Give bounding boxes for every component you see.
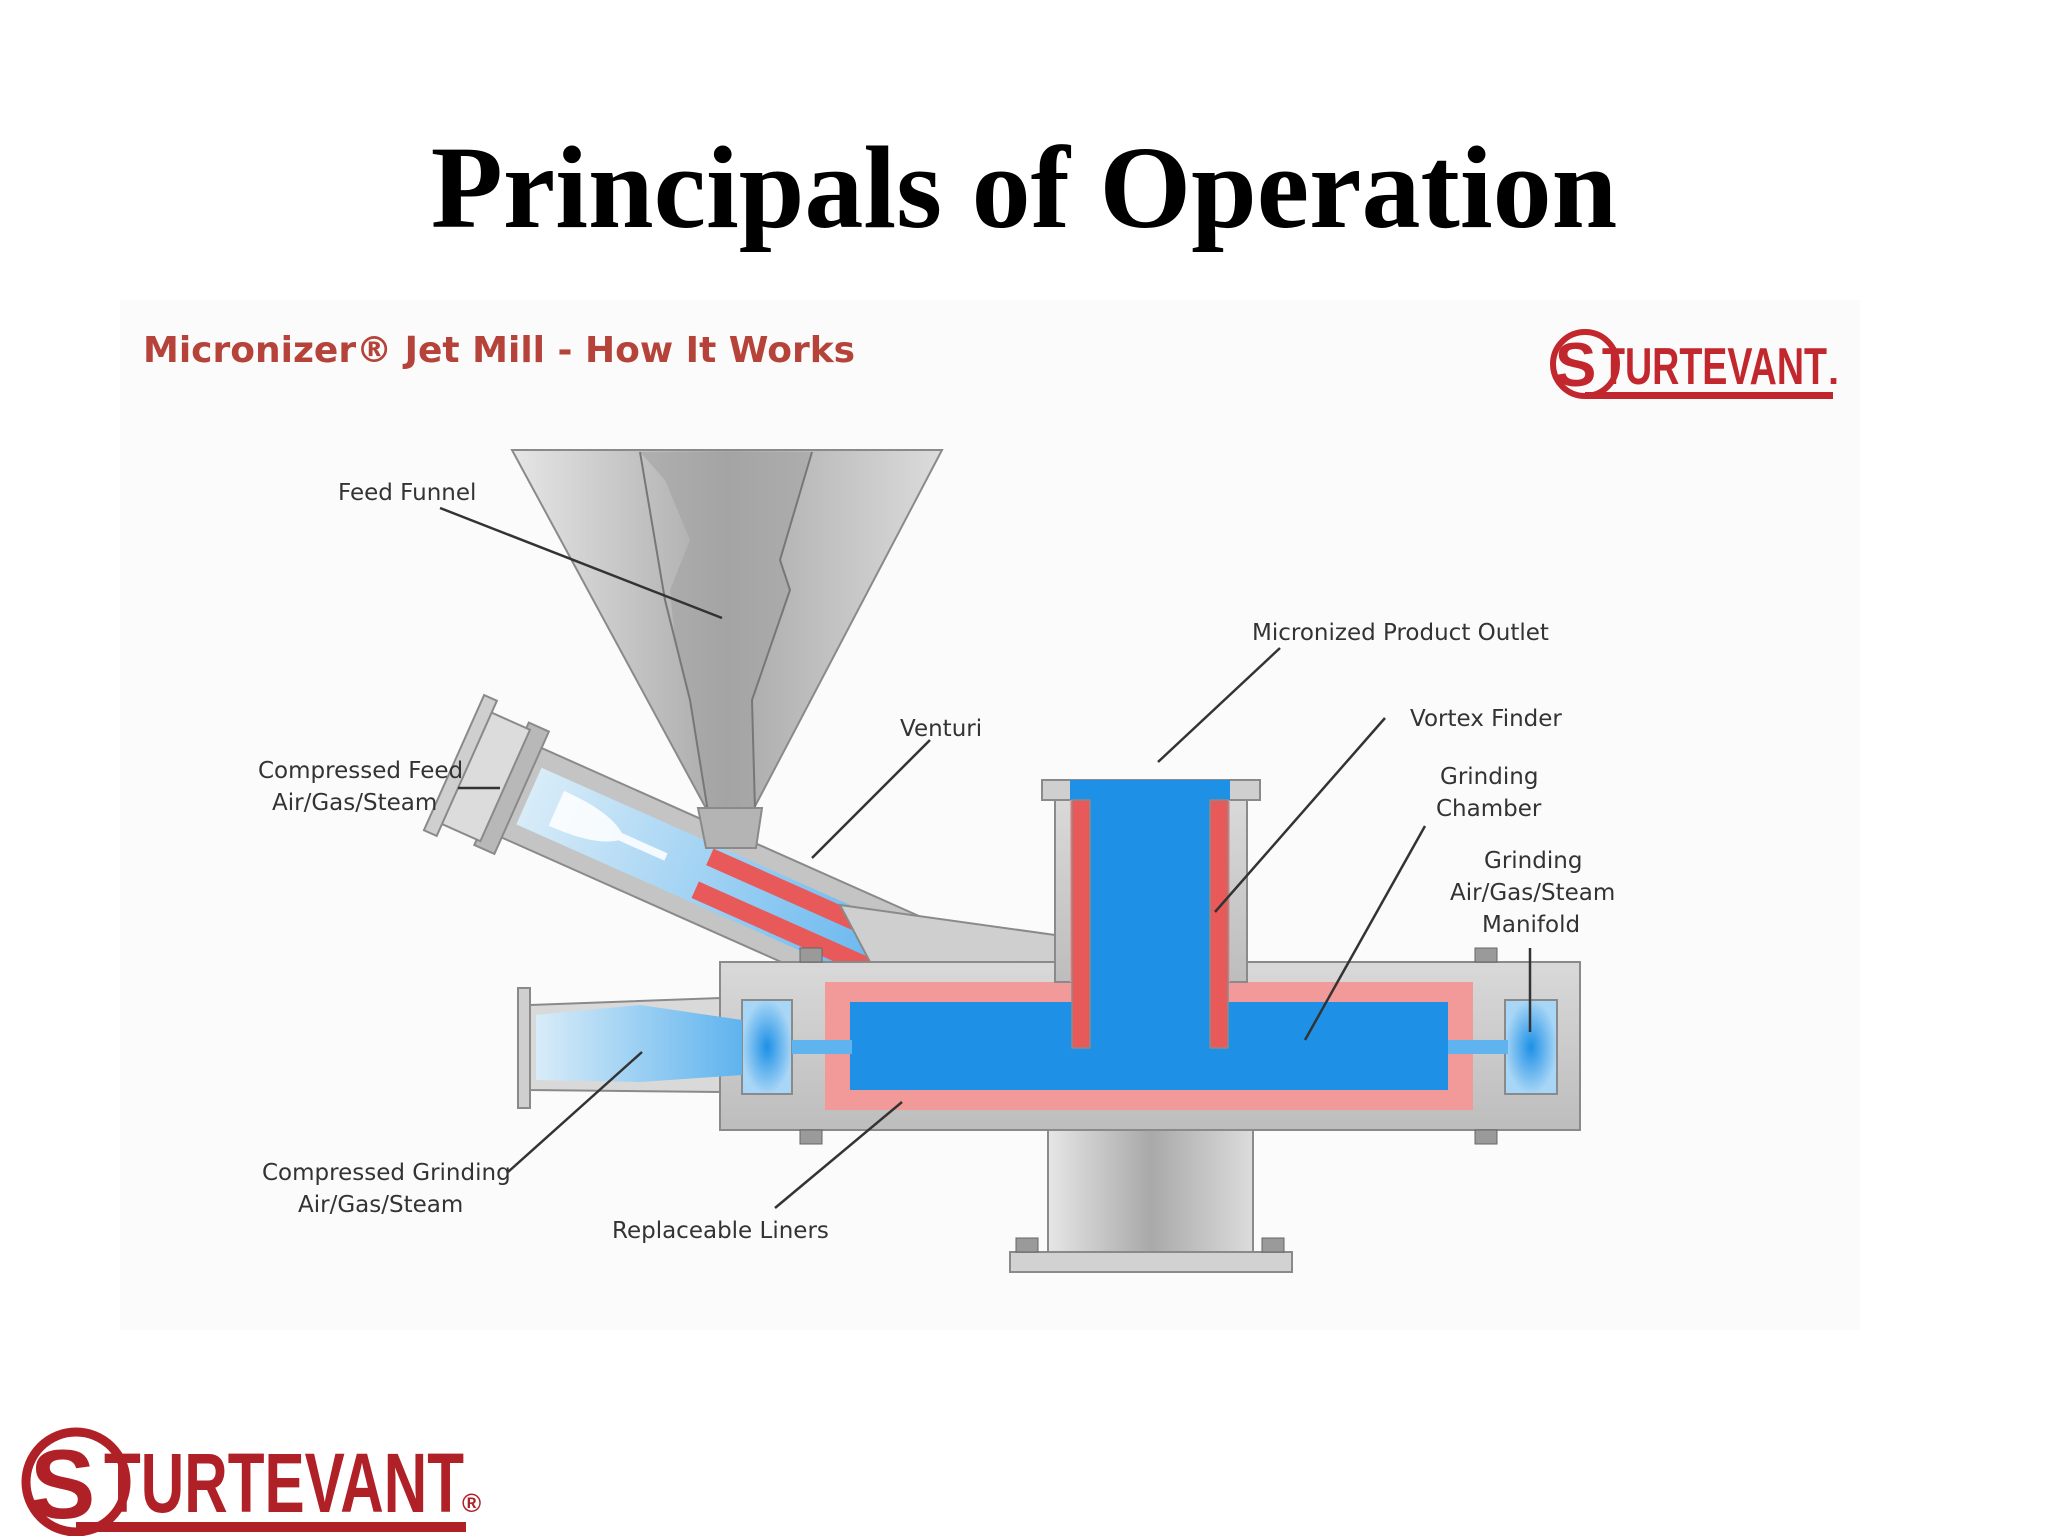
diagram-title: Micronizer® Jet Mill - How It Works bbox=[143, 330, 856, 371]
label-manifold-line3: Manifold bbox=[1482, 912, 1580, 938]
sturtevant-logo-top: S TURTEVANT . bbox=[1550, 329, 1839, 400]
venturi-feed-tube bbox=[422, 693, 957, 1024]
logo-wordmark: TURTEVANT bbox=[104, 1436, 464, 1530]
label-manifold-line1: Grinding bbox=[1484, 848, 1582, 874]
label-manifold-line2: Air/Gas/Steam bbox=[1450, 880, 1615, 906]
logo-wordmark: TURTEVANT bbox=[1602, 338, 1827, 396]
logo-dot: . bbox=[1828, 349, 1839, 393]
label-feed-funnel: Feed Funnel bbox=[338, 480, 476, 506]
label-compressed-feed-line1: Compressed Feed bbox=[258, 758, 463, 784]
label-grinding-chamber-line1: Grinding bbox=[1440, 764, 1538, 790]
leader-compressed-grinding bbox=[507, 1051, 643, 1173]
logo-initial: S bbox=[1555, 331, 1596, 400]
label-product-outlet: Micronized Product Outlet bbox=[1252, 620, 1549, 646]
label-replaceable-liners: Replaceable Liners bbox=[612, 1218, 829, 1244]
label-grinding-chamber-line2: Chamber bbox=[1436, 796, 1542, 822]
product-outlet bbox=[1041, 779, 1261, 1090]
feed-funnel bbox=[510, 449, 944, 813]
logo-initial: S bbox=[30, 1429, 95, 1536]
leader-liners bbox=[774, 1101, 903, 1209]
label-venturi: Venturi bbox=[900, 716, 982, 742]
logo-registered: ® bbox=[462, 1488, 481, 1518]
sturtevant-logo-bottom: S TURTEVANT ® bbox=[21, 1427, 481, 1536]
logo-underline bbox=[76, 1522, 466, 1532]
bottom-discharge bbox=[1009, 1129, 1293, 1273]
diagram-panel bbox=[120, 300, 1860, 1330]
tube-gusset bbox=[838, 903, 1056, 963]
leader-product-outlet bbox=[1157, 647, 1281, 763]
label-compressed-feed-line2: Air/Gas/Steam bbox=[272, 790, 437, 816]
grinding-air-inlet bbox=[517, 987, 742, 1109]
leader-vortex-finder bbox=[1214, 717, 1386, 913]
leader-grinding-chamber bbox=[1303, 825, 1427, 1041]
logo-underline bbox=[1585, 392, 1833, 399]
leader-feed-funnel bbox=[439, 506, 723, 620]
label-vortex-finder: Vortex Finder bbox=[1410, 706, 1562, 732]
leader-lines bbox=[439, 506, 1532, 1209]
slide-title: Principals of Operation bbox=[430, 122, 1618, 253]
label-compressed-grinding-line1: Compressed Grinding bbox=[262, 1160, 511, 1186]
funnel-neck bbox=[696, 807, 764, 849]
label-compressed-grinding-line2: Air/Gas/Steam bbox=[298, 1192, 463, 1218]
leader-venturi bbox=[811, 739, 931, 859]
